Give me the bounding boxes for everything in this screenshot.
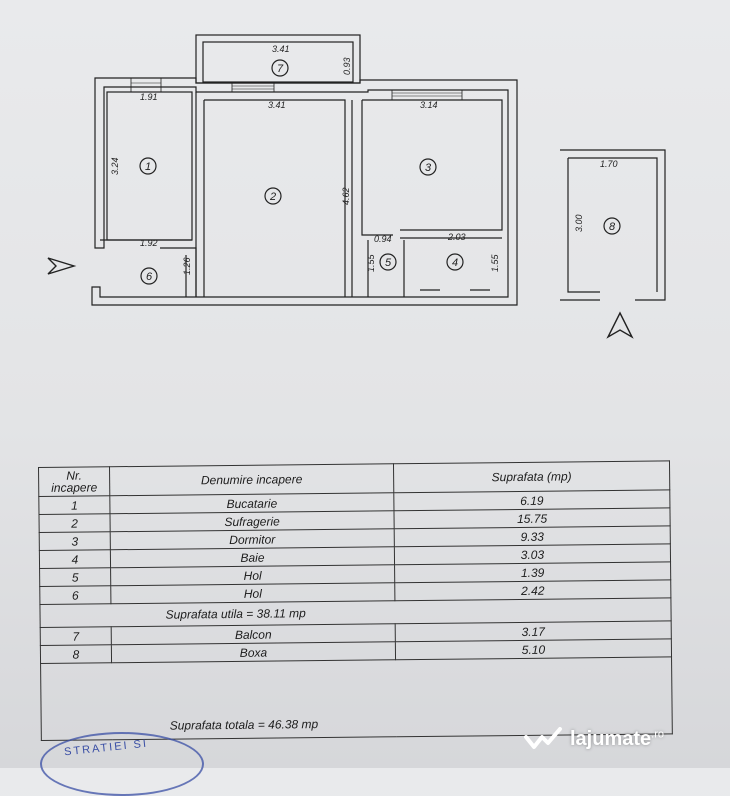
row-nr: 1 bbox=[38, 495, 110, 515]
header-nr: Nr. incapere bbox=[38, 466, 110, 497]
dim-bath-width: 2.03 bbox=[447, 232, 466, 242]
dim-balcon-side: 0.93 bbox=[342, 57, 352, 75]
row-nr: 4 bbox=[39, 549, 111, 569]
row-nr: 2 bbox=[38, 513, 111, 533]
entrance-arrow-icon bbox=[47, 257, 77, 275]
floor-plan: 3.41 0.93 1.91 3.24 1.92 3.41 4.62 3.14 … bbox=[47, 34, 666, 339]
dim-hall-width: 0.94 bbox=[374, 234, 392, 244]
dim-balcon-top: 3.41 bbox=[272, 44, 290, 54]
row-nr: 5 bbox=[39, 567, 111, 587]
room-number-5: 5 bbox=[385, 257, 392, 269]
dim-kitchen-top: 1.91 bbox=[140, 92, 158, 102]
dim-bedroom-top: 3.14 bbox=[420, 100, 438, 110]
room-number-1: 1 bbox=[145, 161, 151, 173]
dim-hall6-height: 1.26 bbox=[182, 257, 192, 275]
room-number-3: 3 bbox=[425, 162, 432, 174]
storage-room-walls bbox=[560, 149, 666, 301]
dim-living-top: 3.41 bbox=[268, 100, 286, 110]
watermark-brand: lajumate bbox=[570, 727, 652, 750]
dim-living-side: 4.62 bbox=[341, 187, 351, 205]
row-nr: 7 bbox=[40, 626, 112, 646]
dim-boxa-top: 1.70 bbox=[600, 159, 618, 169]
check-logo-icon bbox=[524, 727, 562, 749]
room-number-7: 7 bbox=[277, 63, 284, 75]
watermark-logo: lajumate.ro bbox=[524, 727, 664, 751]
room-number-8: 8 bbox=[609, 221, 616, 233]
dim-boxa-side: 3.00 bbox=[574, 214, 584, 232]
header-name: Denumire incapere bbox=[109, 463, 394, 496]
header-area: Suprafata (mp) bbox=[393, 460, 670, 493]
row-nr: 8 bbox=[40, 644, 112, 664]
dim-hall-height: 1.55 bbox=[366, 253, 376, 272]
north-arrow-icon bbox=[606, 311, 634, 339]
dim-kitchen-bottom: 1.92 bbox=[140, 238, 158, 248]
watermark-tld: .ro bbox=[651, 727, 664, 740]
room-number-4: 4 bbox=[452, 257, 458, 269]
row-nr: 3 bbox=[39, 531, 111, 551]
row-nr: 6 bbox=[39, 585, 111, 605]
dim-kitchen-side: 3.24 bbox=[110, 157, 120, 175]
room-number-2: 2 bbox=[269, 191, 276, 203]
room-area-table: Nr. incapere Denumire incapere Suprafata… bbox=[38, 460, 673, 741]
dim-bath-height: 1.55 bbox=[490, 253, 500, 272]
room-number-6: 6 bbox=[146, 271, 153, 283]
